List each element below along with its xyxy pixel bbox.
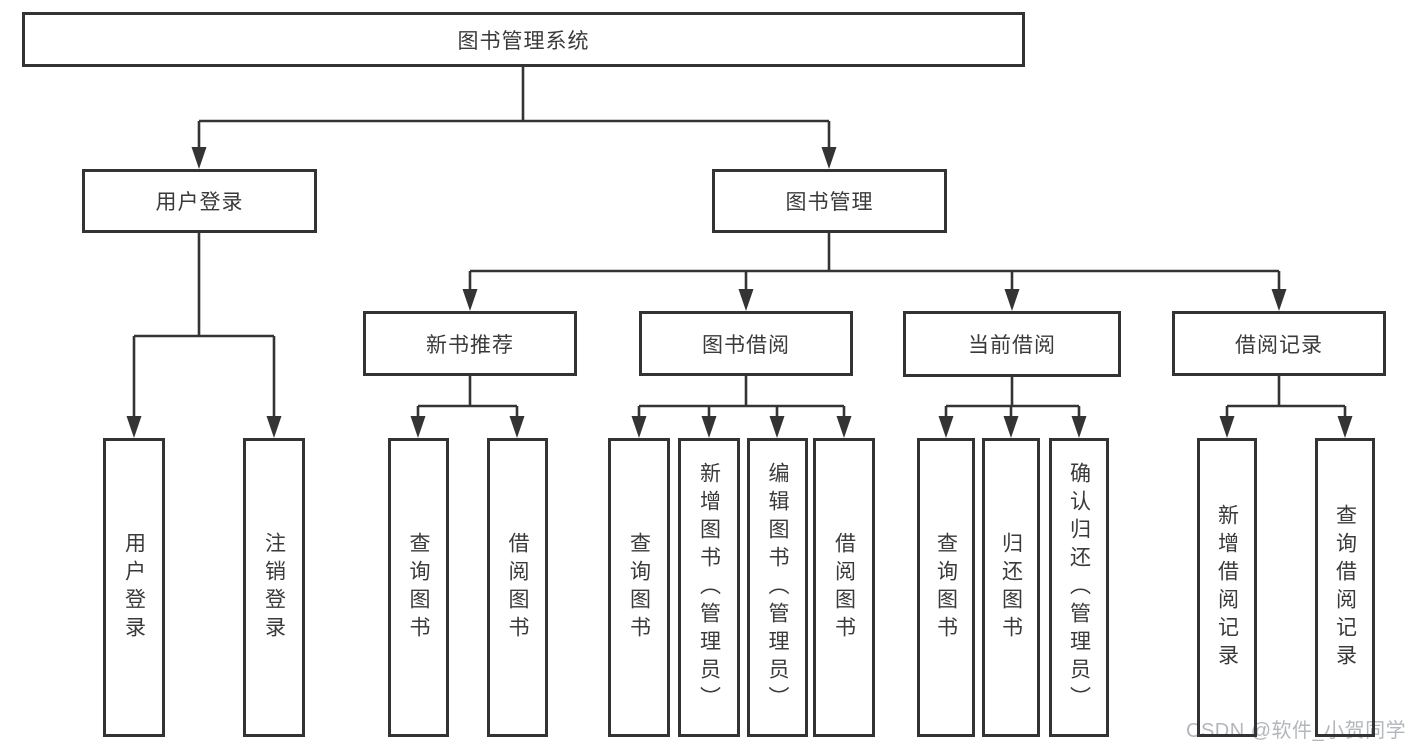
leaf-borrow-books: 借阅图书 — [813, 438, 875, 737]
leaf-user-login: 用户登录 — [103, 438, 165, 737]
node-new-book-recommend: 新书推荐 — [363, 311, 577, 376]
node-user-login-label: 用户登录 — [155, 191, 244, 214]
leaf-confirm-return-admin: 确认归还（管理员） — [1049, 438, 1109, 737]
node-book-borrow-label: 图书借阅 — [702, 333, 790, 357]
node-book-management: 图书管理 — [712, 169, 947, 233]
arrowhead — [1004, 289, 1020, 311]
node-book-borrow: 图书借阅 — [639, 311, 853, 376]
leaf-add-borrow-record: 新增借阅记录 — [1197, 438, 1257, 737]
arrowhead — [1071, 416, 1087, 438]
leaf-edit-books-admin-label: 编辑图书（管理员） — [766, 461, 789, 714]
leaf-confirm-return-admin-label: 确认归还（管理员） — [1067, 461, 1091, 714]
node-new-book-recommend-label: 新书推荐 — [426, 333, 514, 357]
watermark-text: CSDN @软件_小贺同学 — [1186, 720, 1405, 742]
leaf-current-query-books: 查询图书 — [917, 438, 975, 737]
leaf-newbook-borrow-books-label: 借阅图书 — [506, 531, 529, 644]
arrowhead — [266, 416, 282, 438]
node-user-login: 用户登录 — [82, 169, 317, 233]
node-current-borrow: 当前借阅 — [903, 311, 1121, 377]
arrowhead — [126, 416, 142, 438]
leaf-return-books: 归还图书 — [982, 438, 1040, 737]
node-borrow-records: 借阅记录 — [1172, 311, 1386, 376]
leaf-logout-label: 注销登录 — [262, 531, 286, 644]
leaf-return-books-label: 归还图书 — [999, 531, 1023, 644]
leaf-newbook-borrow-books: 借阅图书 — [487, 438, 548, 737]
arrowhead — [631, 416, 647, 438]
arrowhead — [462, 289, 478, 311]
arrowhead — [1219, 416, 1235, 438]
leaf-newbook-query-books-label: 查询图书 — [407, 531, 430, 644]
arrowhead — [938, 416, 954, 438]
arrowhead — [1271, 289, 1287, 311]
node-system: 图书管理系统 — [22, 12, 1025, 67]
arrowhead — [191, 147, 207, 169]
arrowhead — [1003, 416, 1019, 438]
arrowhead — [410, 416, 426, 438]
arrowhead — [821, 147, 837, 169]
leaf-borrow-query-books: 查询图书 — [608, 438, 670, 737]
arrowhead — [769, 416, 785, 438]
leaf-borrow-query-books-label: 查询图书 — [627, 531, 651, 644]
leaf-query-borrow-record: 查询借阅记录 — [1315, 438, 1375, 737]
arrowhead — [701, 416, 717, 438]
node-book-management-label: 图书管理 — [785, 191, 874, 214]
leaf-current-query-books-label: 查询图书 — [934, 531, 958, 644]
leaf-borrow-books-label: 借阅图书 — [832, 531, 856, 644]
arrowhead — [836, 416, 852, 438]
arrowhead — [1337, 416, 1353, 438]
node-system-label: 图书管理系统 — [457, 29, 590, 53]
leaf-add-books-admin: 新增图书（管理员） — [678, 438, 740, 737]
leaf-add-books-admin-label: 新增图书（管理员） — [697, 461, 721, 714]
leaf-edit-books-admin: 编辑图书（管理员） — [747, 438, 808, 737]
arrowhead — [738, 289, 754, 311]
node-current-borrow-label: 当前借阅 — [968, 334, 1056, 357]
leaf-user-login-label: 用户登录 — [122, 531, 146, 644]
leaf-logout: 注销登录 — [243, 438, 305, 737]
leaf-query-borrow-record-label: 查询借阅记录 — [1333, 503, 1357, 672]
leaf-newbook-query-books: 查询图书 — [388, 438, 449, 737]
arrowhead — [509, 416, 525, 438]
node-borrow-records-label: 借阅记录 — [1235, 333, 1323, 357]
leaf-add-borrow-record-label: 新增借阅记录 — [1215, 503, 1239, 672]
